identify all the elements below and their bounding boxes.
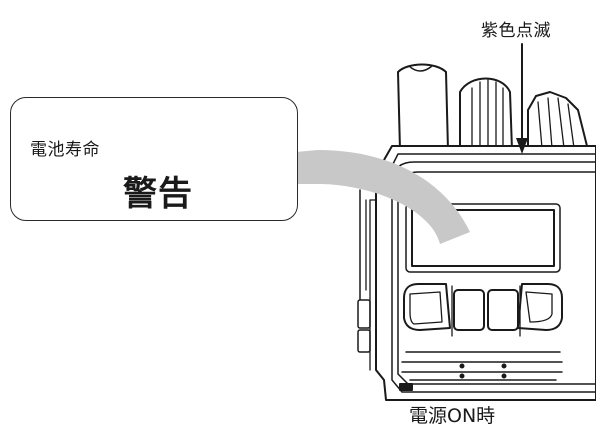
callout-pointer [296,150,470,244]
power-state-label: 電源ON時 [409,405,496,427]
volume-knob [459,77,513,151]
speaker-grille [399,351,563,391]
callout-battery-life: 電池寿命 [30,140,100,160]
antenna [397,63,449,151]
callout-box: 電池寿命 警告 [10,97,298,221]
keypad-buttons [403,283,563,337]
callout-warning: 警告 [123,174,193,214]
channel-knob [527,91,589,151]
led-state-label: 紫色点滅 [481,21,551,41]
led-indicator-arrow [516,43,528,154]
